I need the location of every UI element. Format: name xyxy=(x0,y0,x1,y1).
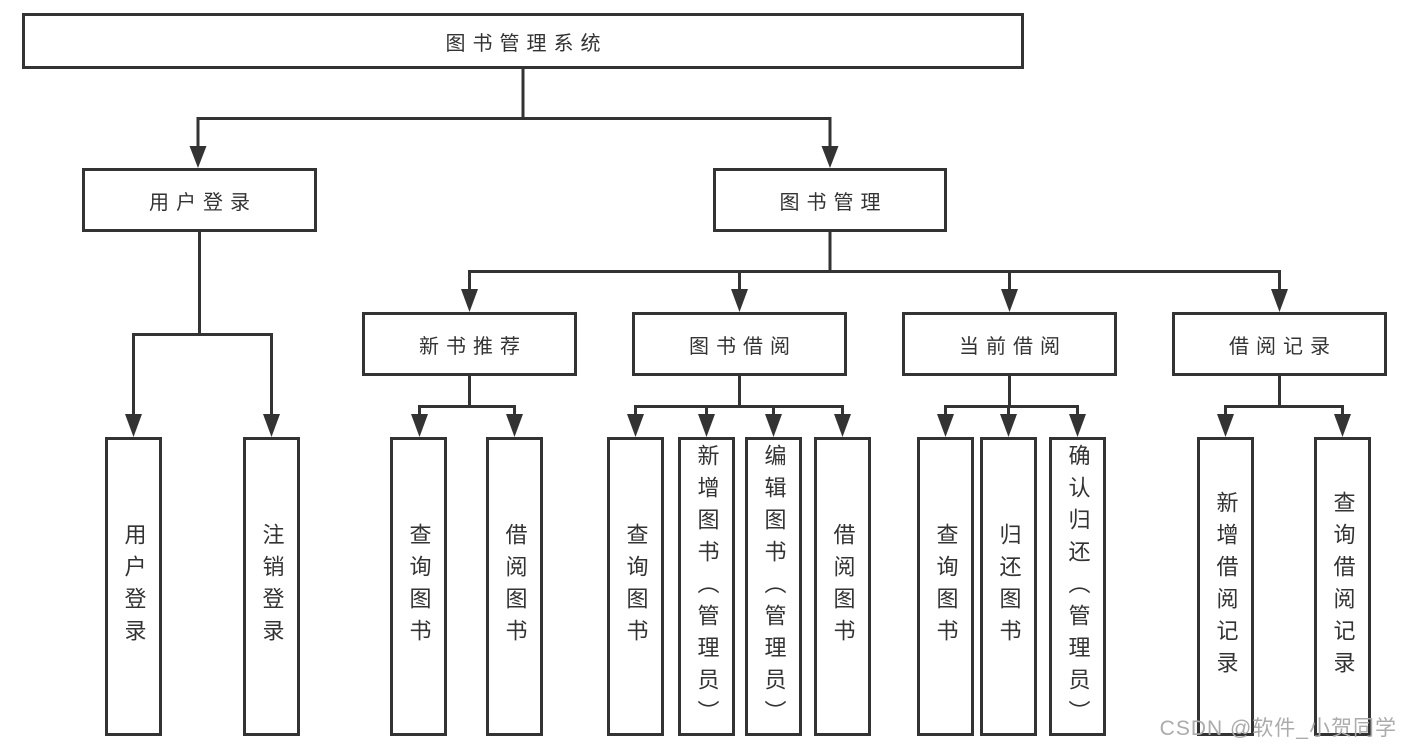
arrowhead-down-icon xyxy=(627,414,644,437)
leaf-borrow-books-new: 借阅图书 xyxy=(486,437,543,736)
leaf-user-login: 用户登录 xyxy=(105,437,162,736)
arrowhead-down-icon xyxy=(411,414,428,437)
arrowhead-down-icon xyxy=(834,414,851,437)
leaf-add-books-admin: 新增图书（管理员） xyxy=(678,437,735,736)
connector-book-mgmt-to-level3 xyxy=(461,232,1288,312)
node-current-borrow-label: 当前借阅 xyxy=(959,335,1067,358)
leaf-borrow-books: 借阅图书 xyxy=(814,437,871,736)
node-book-mgmt: 图书管理 xyxy=(713,168,947,232)
csdn-watermark: CSDN @软件_小贺同学 xyxy=(1159,717,1397,740)
leaf-query-books-borrow-label: 查询图书 xyxy=(623,522,649,651)
arrowhead-down-icon xyxy=(263,414,280,437)
node-borrow-records-label: 借阅记录 xyxy=(1229,335,1337,358)
arrowhead-down-icon xyxy=(698,414,715,437)
arrowhead-down-icon xyxy=(1271,289,1288,312)
arrowhead-down-icon xyxy=(1334,414,1351,437)
connector-user-login-to-leaves xyxy=(125,232,280,437)
node-user-login: 用户登录 xyxy=(82,168,317,232)
leaf-edit-books-admin: 编辑图书（管理员） xyxy=(745,437,802,736)
node-root-label: 图书管理系统 xyxy=(445,32,608,55)
arrowhead-down-icon xyxy=(1001,289,1018,312)
leaf-query-books-current-label: 查询图书 xyxy=(933,522,959,651)
connector-borrow-records-to-leaves xyxy=(1217,376,1351,437)
node-user-login-label: 用户登录 xyxy=(149,191,257,214)
leaf-query-borrow-record-label: 查询借阅记录 xyxy=(1330,490,1356,683)
leaf-confirm-return-admin-label: 确认归还（管理员） xyxy=(1065,443,1091,732)
node-new-books-label: 新书推荐 xyxy=(419,335,527,358)
connector-new-books-to-leaves xyxy=(411,376,523,437)
node-root-system: 图书管理系统 xyxy=(22,13,1024,69)
leaf-return-books-label: 归还图书 xyxy=(996,522,1022,651)
leaf-query-borrow-record: 查询借阅记录 xyxy=(1314,437,1371,736)
node-book-borrow: 图书借阅 xyxy=(632,312,847,376)
node-book-borrow-label: 图书借阅 xyxy=(689,335,797,358)
leaf-confirm-return-admin: 确认归还（管理员） xyxy=(1049,437,1106,736)
leaf-query-books-new: 查询图书 xyxy=(390,437,447,736)
arrowhead-down-icon xyxy=(1000,414,1017,437)
node-book-mgmt-label: 图书管理 xyxy=(779,191,888,214)
leaf-logout: 注销登录 xyxy=(243,437,300,736)
leaf-add-books-admin-label: 新增图书（管理员） xyxy=(694,443,720,732)
leaf-add-borrow-record: 新增借阅记录 xyxy=(1197,437,1254,736)
leaf-return-books: 归还图书 xyxy=(980,437,1037,736)
node-new-books: 新书推荐 xyxy=(362,312,577,376)
leaf-add-borrow-record-label: 新增借阅记录 xyxy=(1213,490,1239,683)
connector-book-borrow-to-leaves xyxy=(627,376,851,437)
node-current-borrow: 当前借阅 xyxy=(902,312,1117,376)
leaf-logout-label: 注销登录 xyxy=(259,522,285,651)
node-borrow-records: 借阅记录 xyxy=(1172,312,1387,376)
leaf-query-books-new-label: 查询图书 xyxy=(406,522,432,651)
arrowhead-down-icon xyxy=(821,146,839,168)
leaf-query-books-borrow: 查询图书 xyxy=(607,437,664,736)
arrowhead-down-icon xyxy=(937,414,954,437)
leaf-user-login-label: 用户登录 xyxy=(121,522,147,651)
leaf-edit-books-admin-label: 编辑图书（管理员） xyxy=(761,443,787,732)
arrowhead-down-icon xyxy=(125,414,142,437)
connector-current-borrow-to-leaves xyxy=(937,376,1086,437)
arrowhead-down-icon xyxy=(765,414,782,437)
leaf-query-books-current: 查询图书 xyxy=(917,437,974,736)
arrowhead-down-icon xyxy=(461,289,478,312)
arrowhead-down-icon xyxy=(731,289,748,312)
arrowhead-down-icon xyxy=(1069,414,1086,437)
leaf-borrow-books-label: 借阅图书 xyxy=(830,522,856,651)
leaf-borrow-books-new-label: 借阅图书 xyxy=(502,522,528,651)
arrowhead-down-icon xyxy=(189,146,207,168)
arrowhead-down-icon xyxy=(506,414,523,437)
connector-root-to-level2 xyxy=(189,69,839,168)
arrowhead-down-icon xyxy=(1217,414,1234,437)
